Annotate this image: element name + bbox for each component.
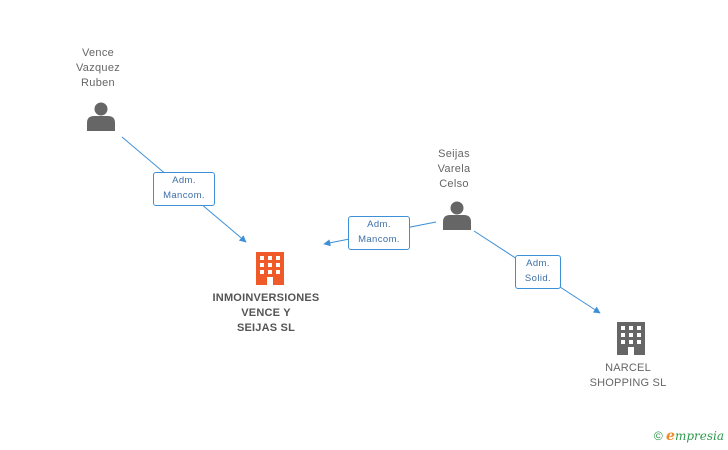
name-line: Ruben	[81, 77, 115, 89]
person-icon[interactable]	[87, 102, 115, 132]
role-line: Adm.	[367, 219, 391, 230]
name-line: VENCE Y	[241, 307, 291, 319]
name-line: INMOINVERSIONES	[212, 292, 320, 304]
company-name-inmoinversiones[interactable]: INMOINVERSIONES VENCE Y SEIJAS SL	[196, 291, 336, 336]
role-line: Adm.	[526, 258, 550, 269]
building-icon[interactable]	[256, 252, 284, 285]
role-label-adm-mancom: Adm. Mancom.	[153, 172, 215, 206]
name-line: Vazquez	[75, 62, 121, 74]
person-name-seijas[interactable]: Seijas Varela Celso	[414, 147, 494, 192]
name-line: NARCEL	[605, 362, 651, 374]
copyright-symbol: ©	[653, 429, 663, 443]
brand-name: empresia	[666, 428, 724, 444]
role-line: Adm.	[172, 175, 196, 186]
role-line: Mancom.	[163, 190, 205, 201]
role-line: Solid.	[524, 273, 552, 284]
empresia-logo[interactable]: © empresia	[654, 428, 724, 444]
brand-rest: mpresia	[674, 429, 724, 443]
name-line: Varela	[437, 163, 471, 175]
person-name-vence[interactable]: Vence Vazquez Ruben	[58, 46, 138, 91]
name-line: Seijas	[438, 148, 470, 160]
name-line: SHOPPING SL	[589, 377, 667, 389]
building-icon[interactable]	[617, 322, 645, 355]
name-line: Vence	[81, 47, 115, 59]
role-label-adm-mancom: Adm. Mancom.	[348, 216, 410, 250]
brand-initial: e	[666, 428, 675, 444]
person-icon[interactable]	[443, 201, 471, 231]
company-name-narcel[interactable]: NARCEL SHOPPING SL	[578, 361, 678, 391]
role-line: Mancom.	[358, 234, 400, 245]
name-line: Celso	[439, 178, 469, 190]
role-label-adm-solid: Adm. Solid.	[515, 255, 561, 289]
name-line: SEIJAS SL	[236, 322, 296, 334]
